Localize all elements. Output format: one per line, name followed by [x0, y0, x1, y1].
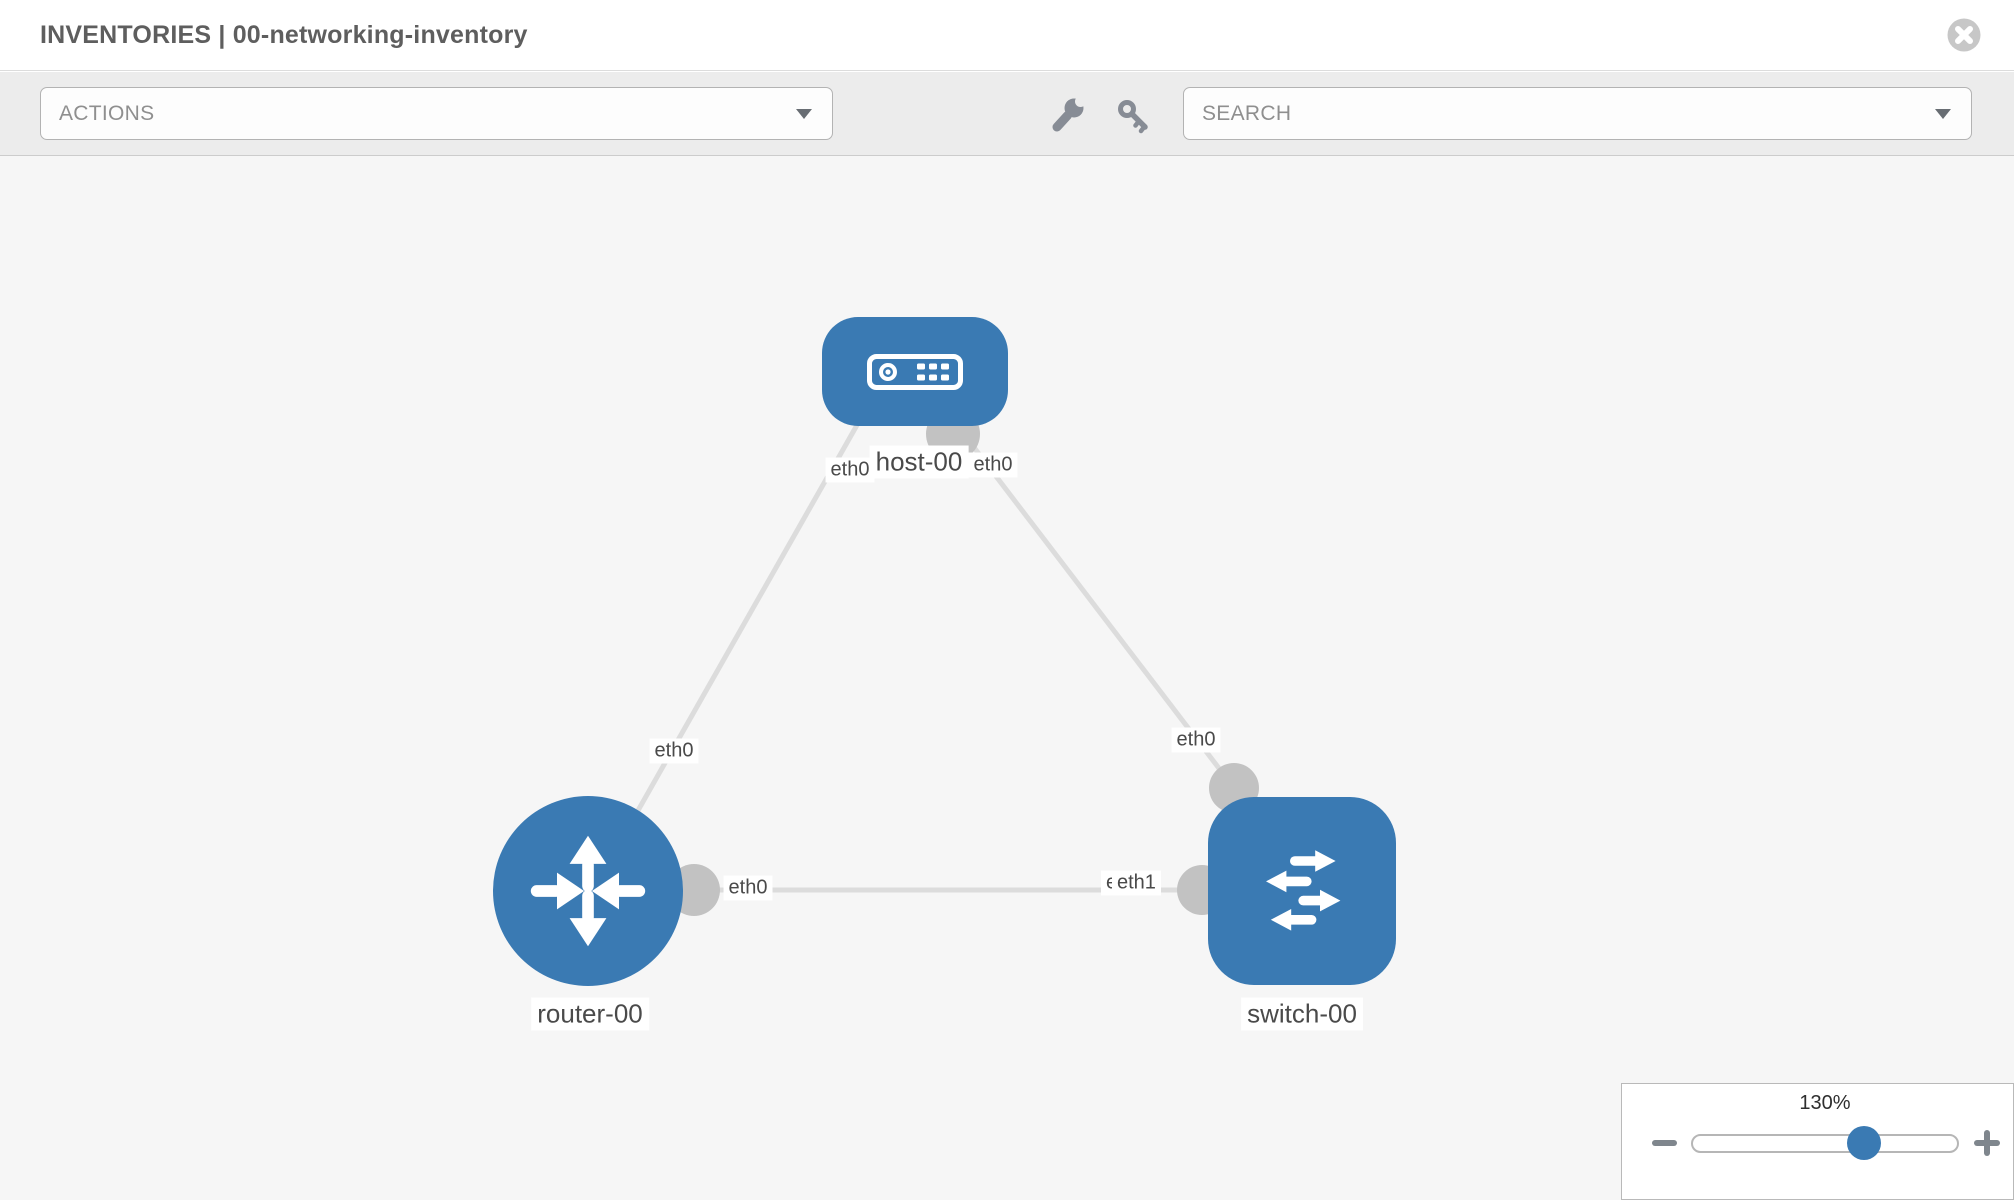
zoom-slider-track[interactable] [1691, 1134, 1959, 1153]
node-label-router-00: router-00 [531, 997, 649, 1031]
chevron-down-icon [1935, 109, 1951, 119]
zoom-panel: 130% [1621, 1083, 2014, 1200]
header-bar: INVENTORIES | 00-networking-inventory [0, 0, 2014, 71]
wrench-button[interactable] [1049, 96, 1087, 134]
topology-canvas[interactable]: eth0 host-00 eth0 eth0 eth0 eth0 eth0 et… [0, 156, 2014, 1200]
interface-label-host-eth0-left: eth0 [825, 457, 875, 483]
node-label-switch-00: switch-00 [1241, 997, 1363, 1031]
links-layer [633, 407, 1259, 916]
key-button[interactable] [1114, 96, 1152, 134]
interface-label-switch-link: eth0 [1171, 727, 1221, 753]
zoom-level-value: 130% [1799, 1092, 1851, 1114]
node-switch-00[interactable] [1208, 797, 1396, 985]
host-icon [867, 353, 963, 390]
close-icon [1947, 18, 1981, 52]
node-router-00[interactable] [493, 796, 683, 986]
page-title: INVENTORIES | 00-networking-inventory [40, 21, 528, 49]
search-dropdown-label: SEARCH [1202, 102, 1292, 125]
chevron-down-icon [796, 109, 812, 119]
interface-label-host-eth0-right: eth0 [968, 452, 1018, 478]
interface-label-switch-eth1: eth1 [1112, 870, 1161, 896]
node-host-00[interactable] [822, 317, 1008, 426]
wrench-icon [1052, 96, 1086, 132]
actions-dropdown[interactable]: ACTIONS [40, 87, 833, 140]
switch-icon [1266, 850, 1341, 931]
toolbar: ACTIONS SEARCH [0, 72, 2014, 156]
router-icon [530, 835, 646, 947]
key-icon [1118, 100, 1148, 134]
link-host-switch[interactable] [948, 414, 1236, 790]
zoom-slider-thumb[interactable] [1847, 1126, 1881, 1160]
search-dropdown[interactable]: SEARCH [1183, 87, 1972, 140]
zoom-in-button[interactable] [1974, 1130, 2000, 1156]
actions-dropdown-label: ACTIONS [59, 102, 155, 125]
zoom-out-button[interactable] [1652, 1140, 1677, 1146]
interface-label-router-eth0: eth0 [723, 875, 773, 901]
close-button[interactable] [1946, 17, 1982, 53]
interface-label-router-link: eth0 [649, 738, 699, 764]
node-label-host-00: host-00 [869, 445, 969, 479]
